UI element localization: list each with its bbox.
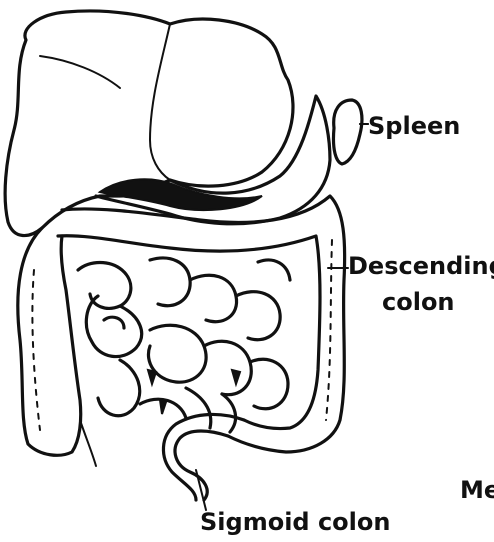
stomach bbox=[96, 96, 330, 224]
mesentery-cut-label: Me: bbox=[460, 478, 494, 502]
sigmoid-colon-pointer bbox=[196, 470, 206, 510]
descending-colon-label-line2: colon bbox=[382, 290, 455, 314]
spleen bbox=[333, 100, 368, 164]
sigmoid-colon-label: Sigmoid colon bbox=[200, 510, 390, 534]
small-intestine bbox=[78, 258, 290, 432]
descending-colon-label: Descending bbox=[348, 254, 494, 278]
spleen-label: Spleen bbox=[368, 114, 460, 138]
large-intestine bbox=[18, 196, 345, 466]
